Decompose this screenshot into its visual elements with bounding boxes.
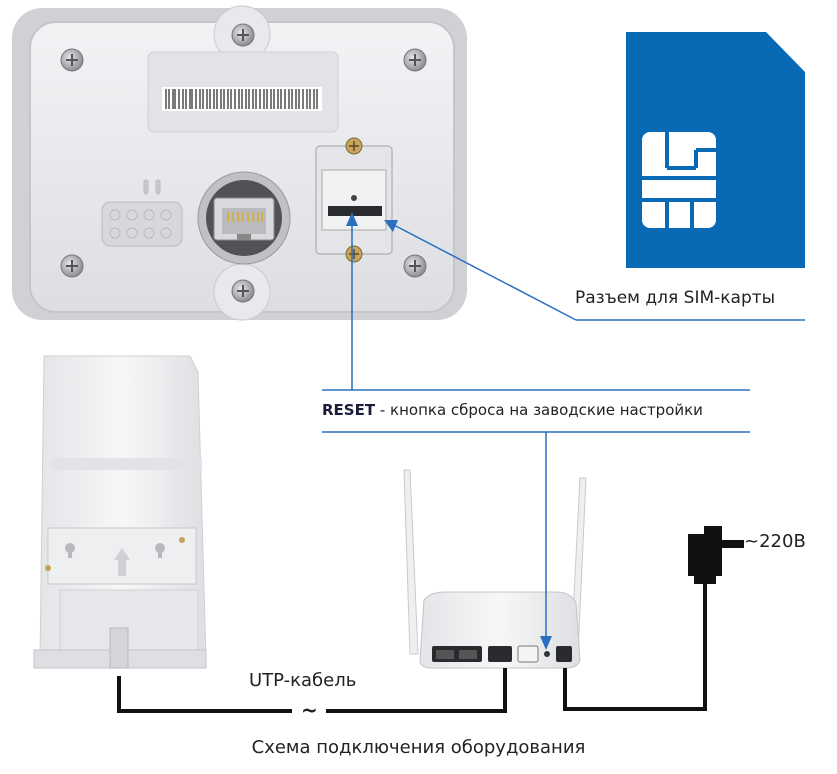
- sim-arrow-head: [384, 220, 398, 232]
- screw-icon: [345, 245, 363, 263]
- reset-hole: [351, 195, 357, 201]
- screw-icon: [403, 48, 427, 72]
- reset-label: RESET - кнопка сброса на заводские настр…: [322, 401, 703, 419]
- sim-slot-housing: [315, 137, 393, 263]
- power-adapter-icon: [688, 526, 744, 584]
- utp-cable-line: [117, 668, 507, 713]
- sim-slot-label: Разъем для SIM-карты: [575, 288, 776, 308]
- screw-icon: [60, 254, 84, 278]
- barcode: [162, 87, 322, 111]
- utp-cable-label: UTP-кабель: [249, 670, 357, 691]
- screw-icon: [60, 48, 84, 72]
- screw-icon: [231, 23, 255, 47]
- reset-arrow-down: [540, 636, 552, 650]
- screw-icon: [403, 254, 427, 278]
- screw-icon: [345, 137, 363, 155]
- sim-callout: [391, 223, 805, 321]
- led-indicators: [101, 179, 183, 247]
- router: [403, 469, 587, 669]
- diagram-caption: Схема подключения оборудования: [251, 737, 586, 758]
- sim-card-icon: [626, 32, 805, 268]
- reset-arrow-up: [346, 212, 358, 226]
- ethernet-port-icon: [197, 171, 291, 265]
- reset-description: - кнопка сброса на заводские настройки: [375, 401, 703, 419]
- reset-keyword: RESET: [322, 401, 376, 419]
- tilde-mark: ~: [301, 698, 318, 722]
- modem-back-panel: [12, 5, 467, 321]
- screw-icon: [231, 279, 255, 303]
- outdoor-modem-unit: [33, 355, 207, 669]
- antenna-icon: [403, 469, 419, 655]
- reset-callout: [322, 222, 750, 640]
- power-cable-line: [563, 584, 707, 711]
- power-label: ~220В: [744, 531, 806, 552]
